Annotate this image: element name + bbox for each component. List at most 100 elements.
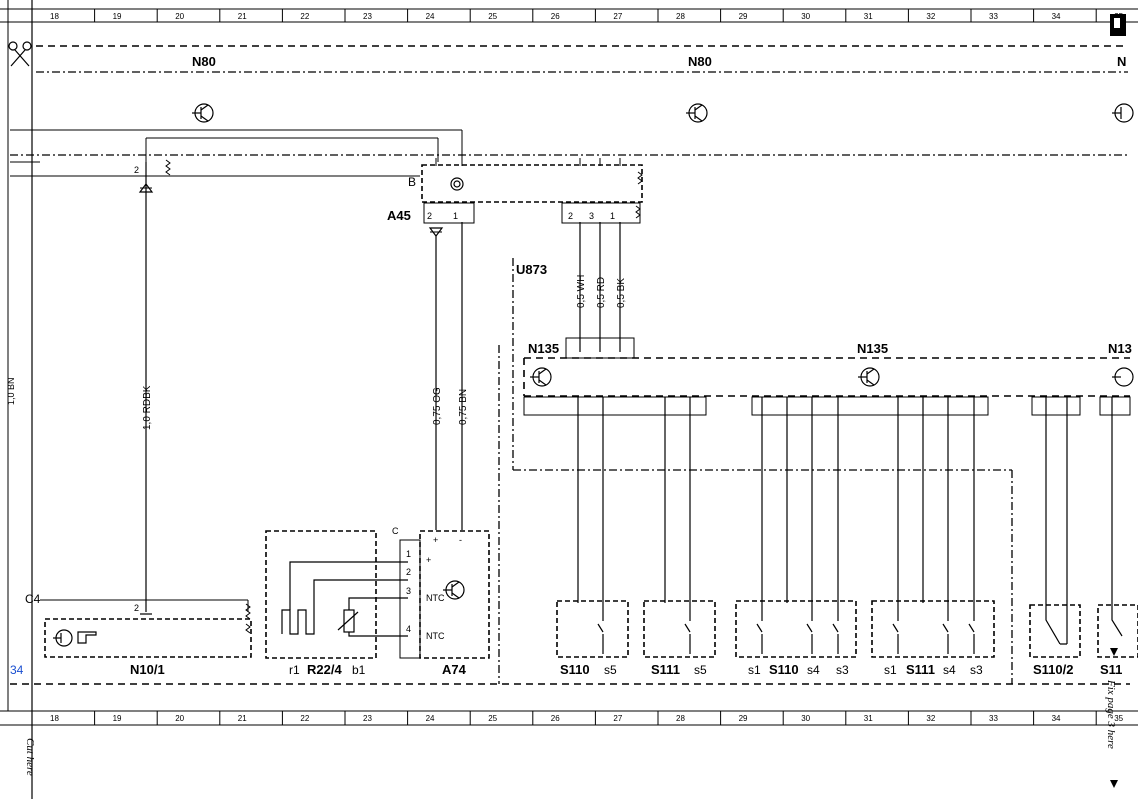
s111-switch-b [871,600,995,658]
wire-label-bk: 0,5 BK [616,278,627,308]
bottom-ruler-tick-label: 18 [50,714,59,723]
pin-label: 2 [406,567,411,577]
top-ruler-tick-label: 29 [739,12,748,21]
n80-label-edge: N [1117,54,1126,69]
pin-label: 4 [406,624,411,634]
bottom-ruler-tick-label: 26 [551,714,560,723]
bottom-ruler-tick-label: 20 [175,714,184,723]
a45-label: A45 [387,208,411,223]
switch-contact-icon [597,603,1123,654]
n10-1-label: N10/1 [130,662,165,677]
r22-r1-label: r1 [289,663,300,677]
n80-label-right: N80 [688,54,712,69]
wire-label-rd: 0,5 RD [596,277,607,308]
thermistor-icon [337,597,408,637]
n10-1-module [44,618,252,658]
bottom-ruler-tick-label: 34 [1052,714,1061,723]
s111-label-b: S111 [906,662,935,677]
cut-here-note: Cut here [24,738,36,776]
wire-label-rdbk: 1,0 RDBK [142,385,153,430]
transistor-icon [443,580,465,600]
top-ruler-tick-label: 25 [488,12,497,21]
s11-label-edge: S11 [1100,662,1122,677]
pin-label: 1 [406,549,411,559]
bottom-ruler-tick-label: 24 [426,714,435,723]
c4-label: C4 [25,592,41,606]
u873-label: U873 [516,262,547,277]
r22-b1-label: b1 [352,663,366,677]
bottom-ruler-tick-label: 29 [739,714,748,723]
pin-label: 1 [453,211,458,221]
s110-switch-a [556,600,629,658]
pin-label: + [433,535,438,545]
top-ruler-tick-label: 28 [676,12,685,21]
bottom-ruler-tick-label: 19 [113,714,122,723]
top-ruler-tick-label: 26 [551,12,560,21]
top-ruler-tick-label: 34 [1052,12,1061,21]
transistor-icon [1112,367,1134,387]
r22-4-label: R22/4 [307,662,342,677]
wire-label-wh: 0,5 WH [576,275,587,308]
contact-label: s4 [807,663,820,677]
s110-switch-b [735,600,857,658]
top-ruler-tick-label: 33 [989,12,998,21]
n135-label-center: N135 [857,341,888,356]
bottom-ruler-tick-label: 32 [926,714,935,723]
ntc-label: NTC [426,631,445,641]
heater-element-icon [281,561,408,635]
top-ruler-tick-label: 24 [426,12,435,21]
bottom-ruler-tick-label: 33 [989,714,998,723]
pin-label: 1 [610,211,615,221]
top-ruler-tick-label: 32 [926,12,935,21]
transistor-icon [858,367,880,387]
a74-pin-label: C [392,526,399,536]
contact-label: s1 [748,663,761,677]
pin-label: 2 [134,603,139,613]
top-ruler-tick-label: 20 [175,12,184,21]
contact-label: s4 [943,663,956,677]
bottom-ruler-tick-label: 28 [676,714,685,723]
s110-label-a: S110 [560,662,590,677]
wire-label-og: 0,75 OG [432,387,443,425]
bottom-ruler-tick-label: 25 [488,714,497,723]
bottom-ruler-tick-label: 27 [613,714,622,723]
s110-label-b: S110 [769,662,799,677]
contact-label: s1 [884,663,897,677]
transistor-icon [192,103,214,123]
pin-label: 2 [568,211,573,221]
top-ruler-tick-label: 27 [613,12,622,21]
top-ruler-tick-label: 31 [864,12,873,21]
transistor-icon [1112,103,1134,123]
s111-label-a: S111 [651,662,680,677]
r22-4-module [265,530,377,659]
a74-label: A74 [442,662,467,677]
contact-label: s5 [694,663,707,677]
a74-module [419,530,490,659]
contact-label: s3 [836,663,849,677]
transistor-icon [686,103,708,123]
pin-label: 3 [406,586,411,596]
bottom-ruler-tick-label: 21 [238,714,247,723]
bottom-ruler-tick-label: 31 [864,714,873,723]
pointing-hand-icon [77,631,97,644]
pin-label: 3 [589,211,594,221]
bottom-ruler-tick-label: 30 [801,714,810,723]
wire-label-edge: 1,0 BN [6,377,16,405]
contact-label: s3 [970,663,983,677]
transistor-icon [53,629,73,647]
a45-module [421,164,643,203]
pin-label: 2 [134,165,139,175]
top-ruler-tick-label: 23 [363,12,372,21]
a45-pin-label: B [408,175,416,189]
top-ruler-tick-label: 19 [113,12,122,21]
bottom-ruler-tick-label: 22 [300,714,309,723]
top-ruler-tick-label: 18 [50,12,59,21]
n135-label-left: N135 [528,341,559,356]
n135-label-edge: N13 [1108,341,1132,356]
pin-label: 2 [427,211,432,221]
reference-link[interactable]: 34 [10,663,24,677]
sensor-icon [450,177,464,191]
s110-2-label: S110/2 [1033,662,1074,677]
